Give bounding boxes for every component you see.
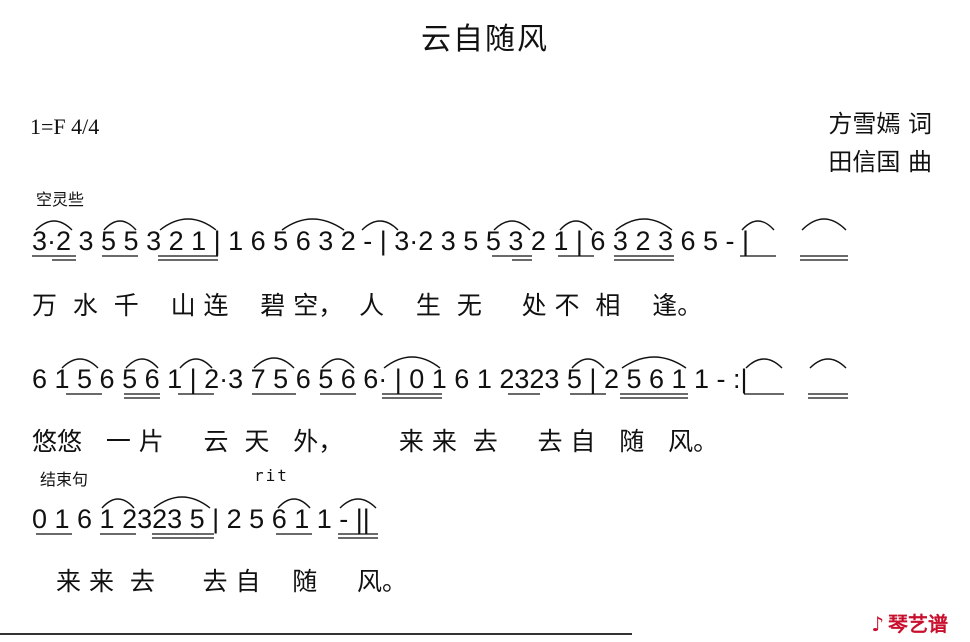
key-signature: 1=F 4/4	[30, 114, 100, 139]
lyrics-line-2: 悠悠 一 片 云 天 外， 来 来 去 去 自 随 风。	[32, 427, 719, 456]
music-line-3-notes: 0 1 6 1 2323 5 | 2 5 6 1 1 - ||	[32, 504, 370, 534]
composer-credit: 田信国 曲	[828, 148, 932, 176]
music-line-2-notes: 6 1 5 6 5 6 1 | 2·3 7 5 6 5 6 6· | 0 1 6…	[32, 364, 748, 394]
slurs-line-2	[61, 356, 847, 369]
footer-divider	[0, 633, 632, 635]
lyricist-credit: 方雪嫣 词	[828, 110, 932, 138]
song-title: 云自随风	[421, 22, 549, 57]
underlines-line-2	[66, 393, 848, 399]
music-line-1-svg: 3·2 3 5 5 3 2 1 | 1 6 5 6 3 2 - | 3·2 3 …	[32, 218, 848, 261]
music-line-2: 6 1 5 6 5 6 1 | 2·3 7 5 6 5 6 6· | 0 1 6…	[32, 338, 952, 418]
brand-logo-icon: ♪	[871, 612, 884, 636]
slurs-line-3	[101, 496, 377, 509]
music-line-1: 3·2 3 5 5 3 2 1 | 1 6 5 6 3 2 - | 3·2 3 …	[32, 200, 952, 280]
music-line-3-svg: 0 1 6 1 2323 5 | 2 5 6 1 1 - ||	[32, 496, 378, 539]
underlines-line-1	[32, 255, 848, 261]
music-line-2-svg: 6 1 5 6 5 6 1 | 2·3 7 5 6 5 6 6· | 0 1 6…	[32, 356, 848, 399]
underlines-line-3	[36, 533, 378, 539]
lyrics-line-1: 万 水 千 山 连 碧 空， 人 生 无 处 不 相 逢。	[32, 291, 703, 320]
expression-rit: rit	[254, 466, 289, 485]
expression-ending-label: 结束句	[40, 470, 89, 489]
music-line-1-notes: 3·2 3 5 5 3 2 1 | 1 6 5 6 3 2 - | 3·2 3 …	[32, 226, 749, 256]
watermark-text: 琴艺谱	[888, 612, 948, 636]
lyrics-line-3: 来 来 去 去 自 随 风。	[56, 567, 407, 596]
expression-opening: 空灵些	[36, 190, 85, 209]
watermark-logo: ♪琴艺谱	[871, 608, 948, 637]
music-line-3: 0 1 6 1 2323 5 | 2 5 6 1 1 - ||	[32, 478, 952, 558]
slurs-line-1	[35, 218, 847, 231]
